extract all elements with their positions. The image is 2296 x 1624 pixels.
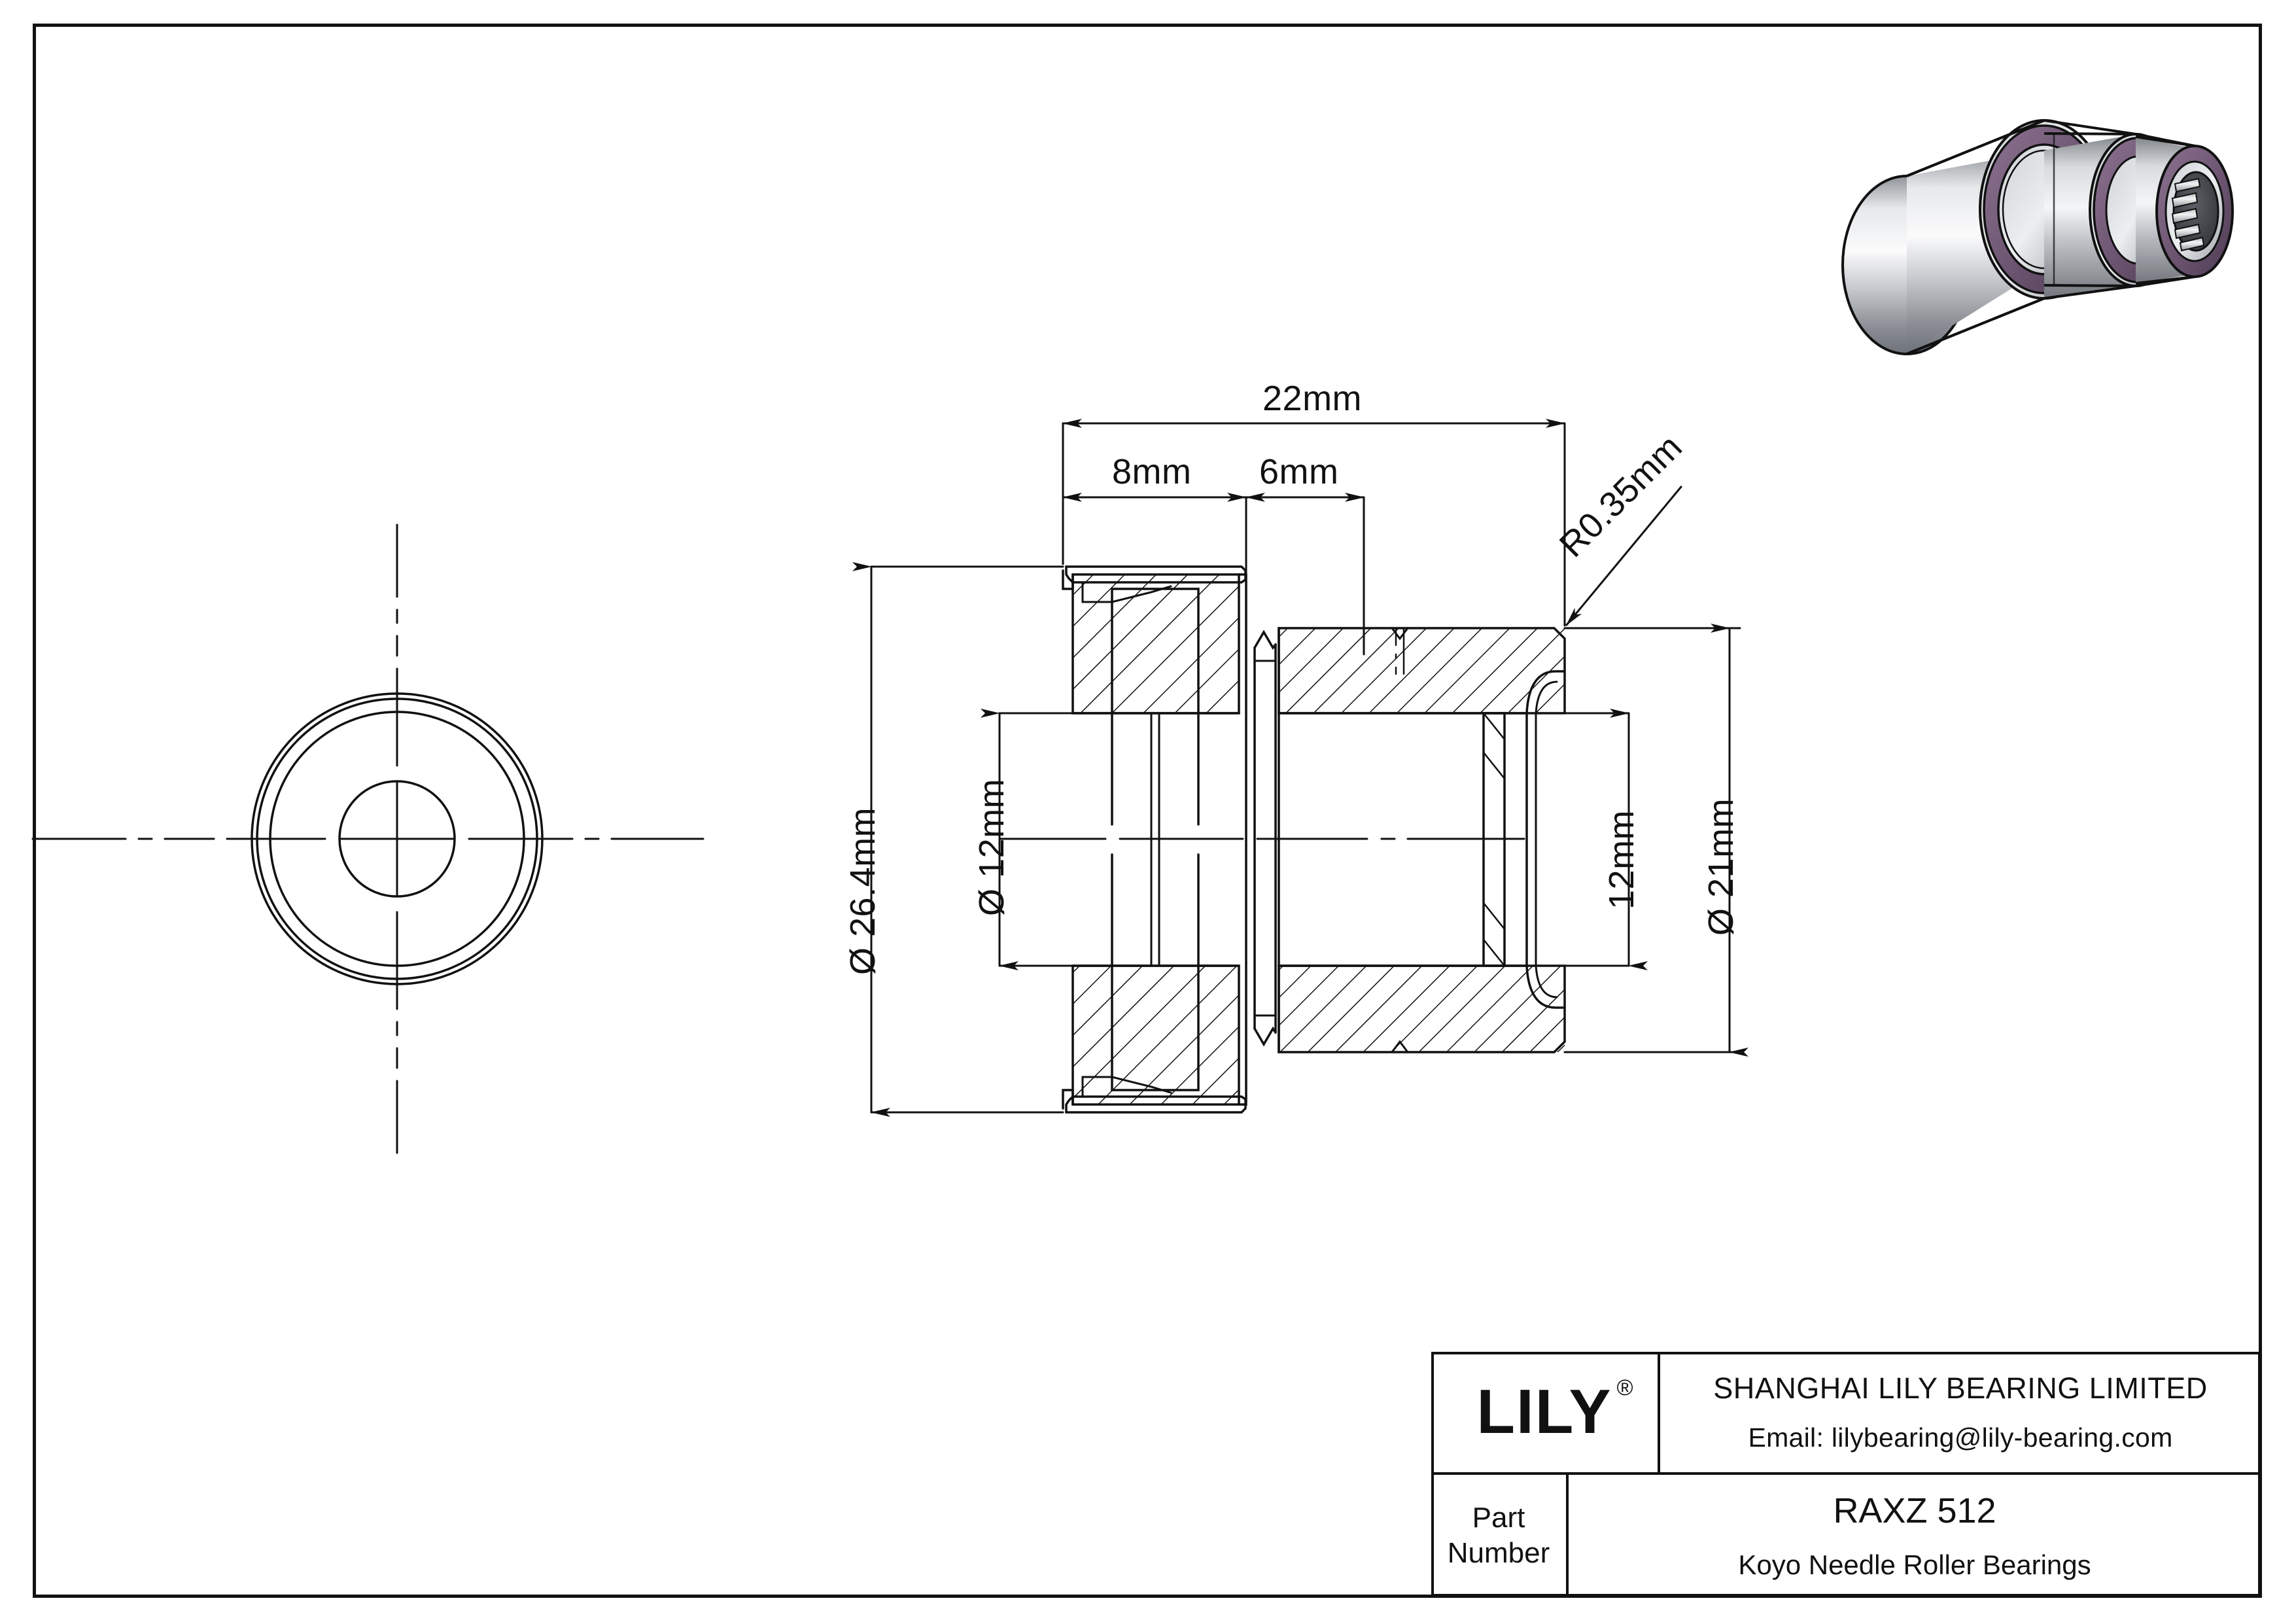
seal-lip-right xyxy=(1525,670,1566,1009)
dimension-label-12mm-right: 12mm xyxy=(1602,809,1641,909)
dimension-label-26-4mm: Ø 26.4mm xyxy=(843,807,882,975)
dimension-26-4mm xyxy=(852,562,1064,1117)
title-block-part-label-cell: Part Number xyxy=(1431,1475,1569,1597)
dimension-label-8mm: 8mm xyxy=(1112,452,1192,491)
dimension-r035mm xyxy=(1565,485,1682,626)
sectional-side-view xyxy=(1000,565,1566,1114)
render-needle-rollers xyxy=(2171,177,2205,252)
dimension-label-6mm: 6mm xyxy=(1259,452,1339,491)
title-block-company-cell: SHANGHAI LILY BEARING LIMITED Email: lil… xyxy=(1660,1352,2261,1475)
sheet-border-frame xyxy=(33,24,2262,1598)
dimension-label-21mm: Ø 21mm xyxy=(1701,798,1741,936)
outer-ring-upper-section xyxy=(1071,573,1240,715)
render-inner-ring-barrel xyxy=(2135,135,2234,285)
company-email: Email: lilybearing@lily-bearing.com xyxy=(1748,1422,2173,1453)
dimension-12mm-right xyxy=(1525,709,1648,970)
part-number-label-line1: Part xyxy=(1472,1502,1525,1534)
needle-roller-cage-top xyxy=(1111,588,1200,840)
lily-logo: LILY® xyxy=(1476,1377,1633,1443)
part-description: Koyo Needle Roller Bearings xyxy=(1738,1549,2091,1580)
front-circular-view xyxy=(31,523,704,1154)
dimension-21mm xyxy=(1563,624,1748,1057)
front-view-centerline xyxy=(31,523,704,1154)
lily-logo-text: LILY xyxy=(1476,1377,1612,1447)
title-block-part-value-cell: RAXZ 512 Koyo Needle Roller Bearings xyxy=(1569,1475,2261,1597)
dimension-6mm xyxy=(1245,493,1365,656)
outer-ring-lower-section xyxy=(1071,964,1240,1106)
title-block-logo-cell: LILY® xyxy=(1431,1352,1660,1475)
inner-ring-upper-section xyxy=(1278,627,1566,715)
dimension-8mm xyxy=(1062,493,1247,576)
needle-roller-cage-bottom xyxy=(1111,838,1200,1091)
dimension-label-22mm: 22mm xyxy=(1262,379,1363,418)
bearing-3d-render xyxy=(1841,118,2234,355)
dimension-12mm-bore-left xyxy=(981,709,1113,970)
company-name: SHANGHAI LILY BEARING LIMITED xyxy=(1713,1371,2208,1405)
inner-ring-lower-section xyxy=(1278,964,1566,1053)
dimension-label-12mm-bore-left: Ø 12mm xyxy=(972,778,1011,916)
part-number-label-line2: Number xyxy=(1447,1537,1550,1569)
part-number-value: RAXZ 512 xyxy=(1833,1491,1996,1530)
registered-trademark-icon: ® xyxy=(1616,1375,1635,1400)
